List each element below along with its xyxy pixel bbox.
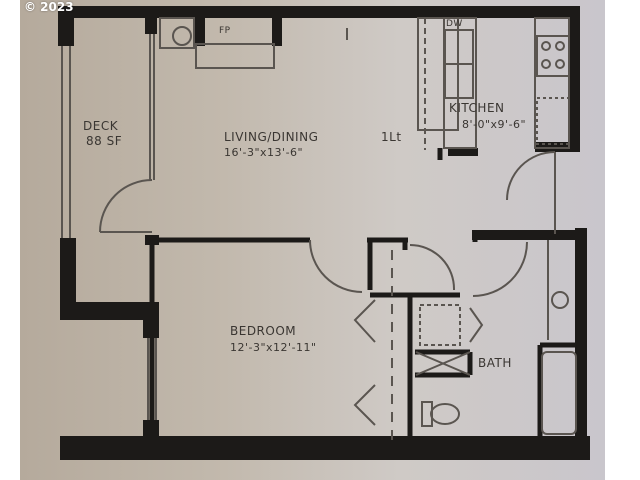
bedroom-name: BEDROOM	[230, 324, 297, 338]
fixture-lines	[61, 17, 577, 440]
copyright-watermark: © 2023	[24, 0, 74, 14]
exterior-walls	[58, 6, 590, 460]
living-dining-dims: 16'-3"x13'-6"	[224, 146, 304, 159]
kitchen-dims: 8'-0"x9'-6"	[462, 118, 527, 131]
fireplace-label: FP	[219, 26, 231, 36]
dishwasher-label: DW	[446, 19, 463, 29]
deck-name: DECK	[83, 119, 119, 133]
interior-walls	[149, 148, 580, 440]
living-dining-note: 1Lt	[381, 130, 402, 144]
kitchen-name: KITCHEN	[449, 101, 505, 115]
bedroom-dims: 12'-3"x12'-11"	[230, 341, 317, 354]
living-dining-name: LIVING/DINING	[224, 130, 319, 144]
bath-name: BATH	[478, 356, 512, 370]
deck-area: 88 SF	[86, 134, 123, 148]
